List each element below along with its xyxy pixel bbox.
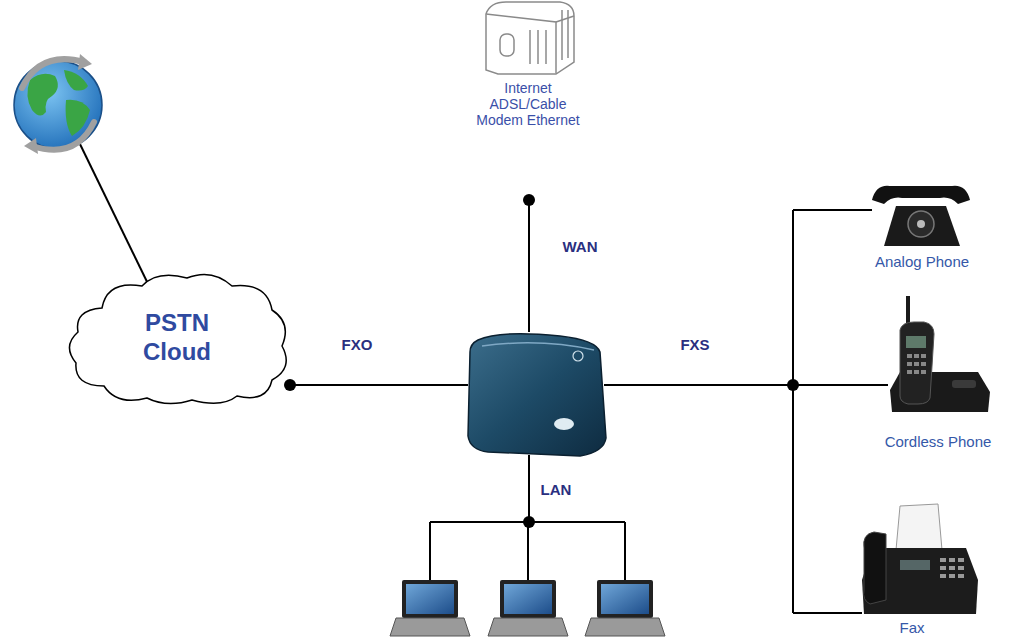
port-label: LAN bbox=[526, 481, 586, 498]
node-title: PSTN Cloud bbox=[137, 309, 217, 367]
cloud-node: PSTN Cloud bbox=[62, 268, 292, 408]
port-label: FXS bbox=[665, 336, 725, 353]
port-label: WAN bbox=[550, 238, 610, 255]
modem-icon bbox=[486, 2, 574, 74]
gateway-device bbox=[468, 334, 606, 456]
globe-icon bbox=[14, 54, 102, 154]
modem-caption: Internet ADSL/Cable Modem Ethernet bbox=[470, 80, 586, 128]
port-label: FXO bbox=[327, 336, 387, 353]
junction-dots bbox=[284, 194, 799, 528]
cordless-phone-icon bbox=[890, 296, 990, 412]
device-caption: Analog Phone bbox=[852, 253, 992, 270]
node-text-holder: PSTN Cloud bbox=[62, 268, 292, 408]
device-caption: Cordless Phone bbox=[868, 433, 1008, 450]
device-caption: Fax bbox=[872, 619, 952, 636]
fax-icon bbox=[862, 504, 978, 614]
analog-phone-icon bbox=[872, 186, 970, 246]
laptop-icons bbox=[390, 580, 665, 636]
